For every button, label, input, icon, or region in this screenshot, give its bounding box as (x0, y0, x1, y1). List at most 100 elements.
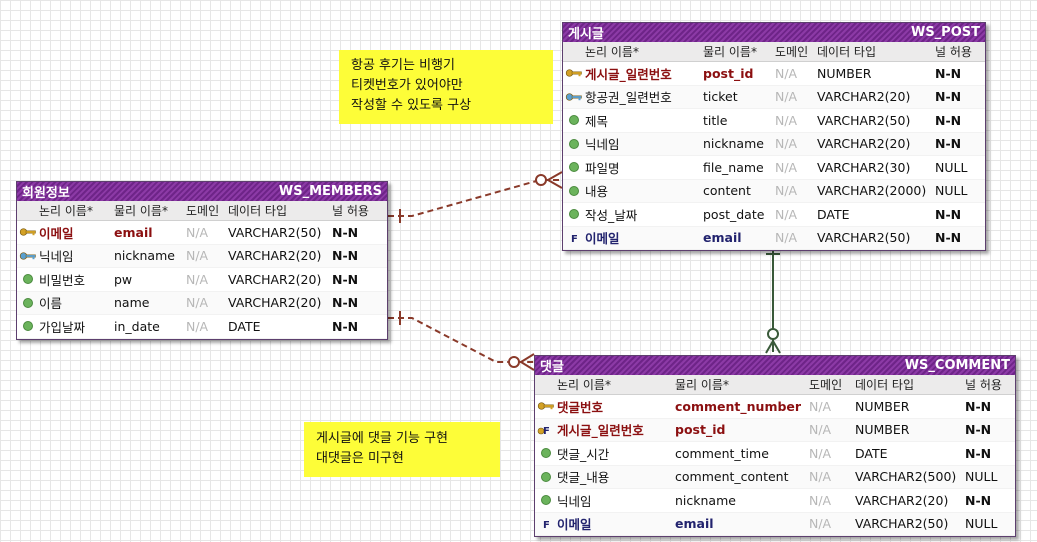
cell-nullable: N-N (332, 224, 359, 240)
svg-text:F: F (571, 234, 578, 244)
cell-physical-name: nickname (114, 248, 175, 264)
cell-data-type: VARCHAR2(20) (855, 492, 949, 508)
cell-nullable: NULL (965, 469, 998, 485)
cell-nullable: NULL (935, 159, 968, 175)
cell-physical-name: comment_time (675, 445, 769, 461)
entity-title-bar[interactable]: 댓글 WS_COMMENT (535, 356, 1015, 375)
cell-physical-name: comment_number (675, 398, 802, 414)
cell-nullable: N-N (935, 136, 962, 152)
cell-physical-name: name (114, 295, 150, 311)
cell-logical-name: 댓글_시간 (557, 446, 610, 462)
primary-foreign-key-icon: F (535, 424, 557, 436)
attribute-icon (563, 115, 585, 126)
cell-physical-name: post_id (675, 422, 726, 438)
cell-domain: N/A (809, 445, 832, 461)
entity-title-bar[interactable]: 게시글 WS_POST (563, 23, 985, 42)
cell-data-type: DATE (817, 206, 850, 222)
header-data-type: 데이터 타입 (228, 204, 288, 218)
header-nullable: 널 허용 (935, 45, 972, 59)
cell-domain: N/A (809, 516, 832, 532)
note-comment-feature[interactable]: 게시글에 댓글 기능 구현 대댓글은 미구현 (304, 422, 500, 477)
cell-nullable: N-N (965, 422, 992, 438)
header-nullable: 널 허용 (332, 204, 369, 218)
cell-logical-name: 내용 (585, 184, 609, 200)
note-line: 작성할 수 있도록 구상 (351, 98, 472, 113)
entity-logical-name: 회원정보 (22, 186, 70, 201)
cell-physical-name: post_id (703, 65, 754, 81)
attribute-icon (563, 138, 585, 149)
header-physical-name: 물리 이름* (675, 378, 729, 392)
primary-key-icon (535, 400, 557, 412)
header-physical-name: 물리 이름* (114, 204, 168, 218)
cell-logical-name: 이메일 (585, 231, 620, 247)
cell-nullable: N-N (332, 295, 359, 311)
cell-physical-name: comment_content (675, 469, 789, 485)
cell-data-type: VARCHAR2(50) (228, 224, 322, 240)
entity-title-bar[interactable]: 회원정보 WS_MEMBERS (17, 182, 387, 201)
cell-logical-name: 닉네임 (39, 249, 74, 265)
cell-physical-name: pw (114, 271, 133, 287)
header-data-type: 데이터 타입 (817, 45, 877, 59)
cell-data-type: VARCHAR2(50) (855, 516, 949, 532)
cell-data-type: VARCHAR2(20) (228, 295, 322, 311)
header-logical-name: 논리 이름* (585, 45, 639, 59)
cell-logical-name: 닉네임 (557, 493, 592, 509)
cell-domain: N/A (186, 248, 209, 264)
attribute-icon (535, 448, 557, 459)
cell-nullable: N-N (332, 318, 359, 334)
cell-data-type: VARCHAR2(30) (817, 159, 911, 175)
cell-data-type: VARCHAR2(20) (228, 248, 322, 264)
header-nullable: 널 허용 (965, 378, 1002, 392)
cell-data-type: VARCHAR2(20) (228, 271, 322, 287)
cell-domain: N/A (809, 422, 832, 438)
cell-nullable: N-N (965, 492, 992, 508)
cell-data-type: VARCHAR2(50) (817, 230, 911, 246)
cell-data-type: VARCHAR2(20) (817, 136, 911, 152)
cell-physical-name: email (675, 516, 714, 532)
cell-domain: N/A (775, 89, 798, 105)
note-post-ticket[interactable]: 항공 후기는 비행기 티켓번호가 있어야만 작성할 수 있도록 구상 (339, 50, 553, 124)
cell-physical-name: content (703, 183, 751, 199)
attribute-icon (17, 321, 39, 332)
svg-text:F: F (543, 426, 550, 436)
cell-nullable: NULL (965, 516, 998, 532)
cell-domain: N/A (809, 469, 832, 485)
cell-nullable: N-N (935, 89, 962, 105)
cell-physical-name: ticket (703, 89, 738, 105)
cell-domain: N/A (775, 206, 798, 222)
cell-data-type: DATE (855, 445, 888, 461)
relation-members-comment[interactable] (388, 317, 534, 363)
relation-members-post[interactable] (388, 179, 562, 217)
cell-physical-name: title (703, 112, 728, 128)
cell-domain: N/A (186, 224, 209, 240)
attribute-icon (17, 297, 39, 308)
header-physical-name: 물리 이름* (703, 45, 757, 59)
cell-logical-name: 이메일 (39, 225, 74, 241)
entity-logical-name: 게시글 (568, 27, 604, 42)
cell-domain: N/A (775, 112, 798, 128)
